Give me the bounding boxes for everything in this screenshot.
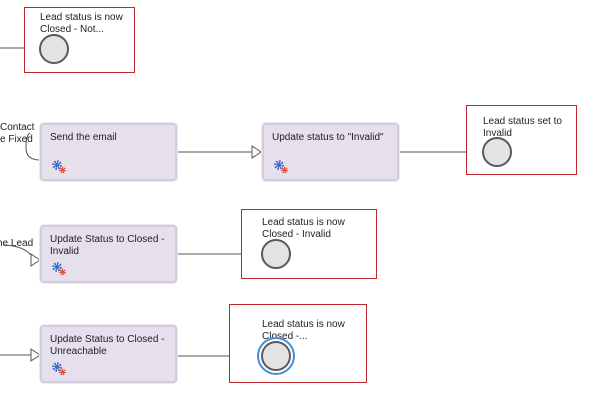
arrowhead-icon <box>30 348 41 362</box>
task-update-closed-unreachable[interactable]: Update Status to Closed - Unreachable <box>40 325 177 383</box>
end-event-circle-icon[interactable] <box>261 239 291 269</box>
task-send-the-email[interactable]: Send the email <box>40 123 177 181</box>
task-update-closed-invalid[interactable]: Update Status to Closed - Invalid <box>40 225 177 283</box>
task-label: Update Status to Closed - Unreachable <box>50 334 165 357</box>
edge-label-contact: Contact e Fixed <box>0 122 35 145</box>
end-event-label: Lead status is now Closed - Invalid <box>262 217 345 240</box>
end-event-circle-icon[interactable] <box>39 34 69 64</box>
task-update-status-invalid[interactable]: Update status to "Invalid" <box>262 123 399 181</box>
end-event-box-closed-unreachable[interactable] <box>229 304 367 383</box>
end-event-label: Lead status is now Closed -... <box>262 319 345 342</box>
end-event-circle-icon[interactable] <box>482 137 512 167</box>
gears-icon <box>52 160 66 174</box>
end-event-circle-icon[interactable] <box>261 341 291 371</box>
arrowhead-icon <box>30 253 41 267</box>
end-event-label: Lead status is now Closed - Not... <box>40 12 123 35</box>
gears-icon <box>52 262 66 276</box>
connector-contact-to-send-email[interactable] <box>25 132 41 161</box>
arrowhead-icon <box>251 145 262 159</box>
gears-icon <box>52 362 66 376</box>
end-event-box-set-invalid[interactable] <box>466 105 577 175</box>
gears-icon <box>274 160 288 174</box>
task-label: Send the email <box>50 132 117 143</box>
task-label: Update status to "Invalid" <box>272 132 384 143</box>
end-event-label: Lead status set to Invalid <box>483 116 562 139</box>
edge-label-lead: he Lead <box>0 238 34 249</box>
task-label: Update Status to Closed - Invalid <box>50 234 165 257</box>
